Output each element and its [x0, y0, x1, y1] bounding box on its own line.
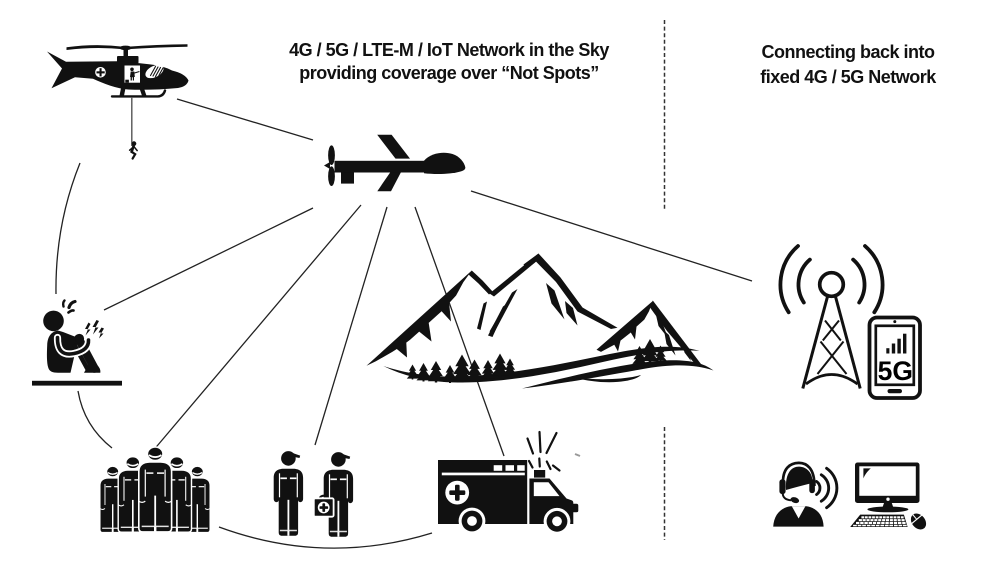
svg-text:5G: 5G — [878, 356, 913, 386]
